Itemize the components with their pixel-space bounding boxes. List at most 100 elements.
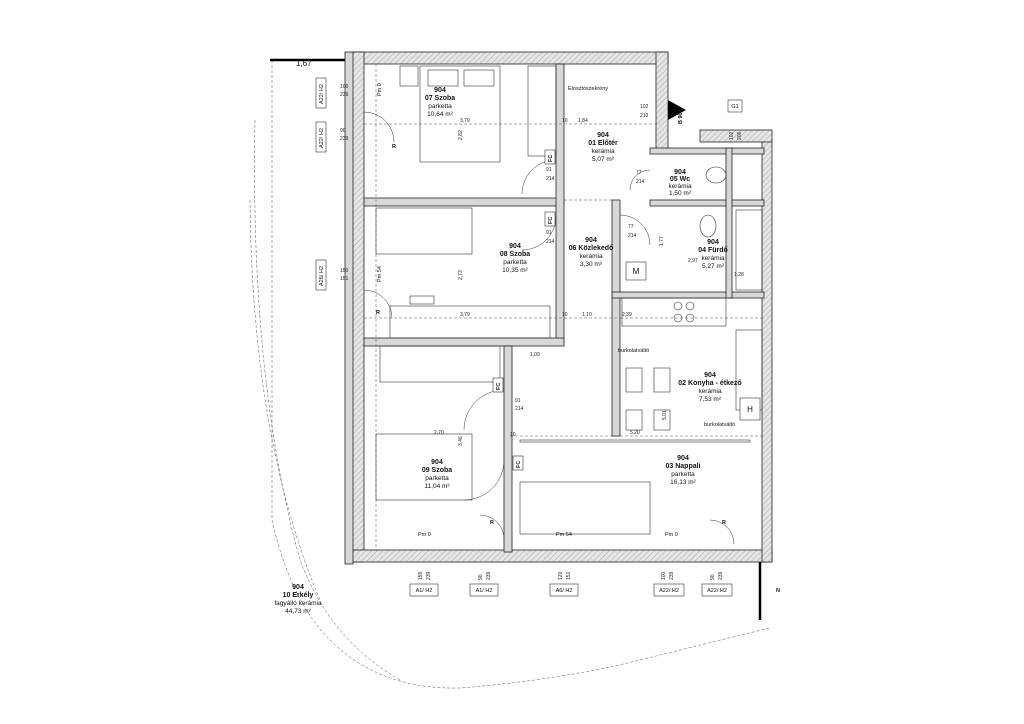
svg-text:239: 239 <box>340 136 349 142</box>
svg-text:A1/ H2: A1/ H2 <box>476 588 493 594</box>
wardrobe-07 <box>527 65 557 157</box>
pm-labels: Pm 0 Pm 54 Pm 0 Pm 0 Pm 54 <box>377 83 678 538</box>
svg-text:R: R <box>392 144 396 150</box>
svg-text:04 Fürdő: 04 Fürdő <box>698 247 728 254</box>
north-label: N <box>776 588 780 594</box>
svg-text:214: 214 <box>515 406 524 412</box>
svg-text:1,77: 1,77 <box>659 236 665 246</box>
svg-text:10,35 m²: 10,35 m² <box>502 267 528 274</box>
svg-text:904: 904 <box>597 132 609 139</box>
svg-text:904: 904 <box>677 455 689 462</box>
svg-text:Pm 54: Pm 54 <box>377 266 383 282</box>
svg-text:Pm 0: Pm 0 <box>418 532 431 538</box>
svg-text:2,97: 2,97 <box>688 258 698 264</box>
svg-text:kerámia: kerámia <box>668 183 692 190</box>
svg-text:10: 10 <box>562 118 568 124</box>
svg-text:206: 206 <box>737 131 743 140</box>
svg-text:10: 10 <box>510 432 516 438</box>
svg-text:239: 239 <box>486 571 492 580</box>
svg-text:A22/ H2: A22/ H2 <box>319 84 325 104</box>
svg-text:H: H <box>747 405 753 414</box>
room-07: 904 07 Szoba parketta 10,64 m² <box>425 87 455 118</box>
room-04: 904 04 Fürdő kerámia 5,27 m² <box>698 239 728 270</box>
room-06: 904 06 Közlekedő kerámia 3,30 m² <box>569 237 614 268</box>
svg-text:210: 210 <box>640 113 649 119</box>
kitchen-counter <box>621 297 727 327</box>
chair-3 <box>625 409 643 431</box>
svg-text:77: 77 <box>628 224 634 230</box>
svg-text:FC: FC <box>516 461 522 468</box>
svg-text:FC: FC <box>548 155 554 162</box>
furniture <box>375 65 763 535</box>
svg-text:A22/ H2: A22/ H2 <box>319 128 325 148</box>
bathtub <box>735 209 763 291</box>
window-tag-left-3: A26/ H2 <box>315 259 327 291</box>
g1-tag: G1 <box>727 99 743 113</box>
svg-text:100: 100 <box>661 571 667 580</box>
svg-text:3,79: 3,79 <box>460 312 470 318</box>
svg-text:07 Szoba: 07 Szoba <box>425 95 455 102</box>
svg-text:239: 239 <box>718 571 724 580</box>
svg-text:904: 904 <box>431 459 443 466</box>
bed-08 <box>375 207 473 255</box>
svg-text:01 Előtér: 01 Előtér <box>588 140 618 147</box>
outer-walls <box>344 51 773 565</box>
svg-text:904: 904 <box>704 372 716 379</box>
svg-text:904: 904 <box>707 239 719 246</box>
svg-text:155: 155 <box>418 571 424 580</box>
window-tag-left-2: A22/ H2 <box>315 121 327 153</box>
window-tag-bottom-2: A1/ H2 <box>469 583 499 597</box>
svg-text:B 904: B 904 <box>678 108 684 124</box>
svg-text:05 Wc: 05 Wc <box>670 176 690 183</box>
svg-text:90: 90 <box>340 128 346 134</box>
svg-text:kerámia: kerámia <box>591 148 615 155</box>
svg-text:parketta: parketta <box>428 103 452 110</box>
svg-text:10 Erkély: 10 Erkély <box>283 592 314 599</box>
svg-text:1,50 m²: 1,50 m² <box>669 190 692 197</box>
bed-07 <box>419 65 501 163</box>
chair-4 <box>653 409 671 431</box>
svg-text:06 Közlekedő: 06 Közlekedő <box>569 245 614 252</box>
door-swings <box>363 111 735 545</box>
svg-text:214: 214 <box>546 176 555 182</box>
svg-text:214: 214 <box>636 179 645 185</box>
svg-text:A22/ H2: A22/ H2 <box>659 588 679 594</box>
svg-text:A1/ H2: A1/ H2 <box>416 588 433 594</box>
svg-text:09 Szoba: 09 Szoba <box>422 467 452 474</box>
chair-1 <box>625 367 643 393</box>
svg-text:91: 91 <box>546 230 552 236</box>
room-01: 904 01 Előtér kerámia 5,07 m² <box>588 132 618 163</box>
svg-text:3,46: 3,46 <box>458 436 464 446</box>
svg-text:03 Nappali: 03 Nappali <box>665 463 700 470</box>
svg-text:904: 904 <box>434 87 446 94</box>
svg-text:FC: FC <box>548 217 554 224</box>
svg-text:120: 120 <box>558 571 564 580</box>
svg-text:Pm 0: Pm 0 <box>665 532 678 538</box>
svg-text:77: 77 <box>636 170 642 176</box>
window-tag-bottom-1: A1/ H2 <box>409 583 439 597</box>
radiator-markers: R R R R <box>376 144 726 526</box>
room-02: 904 02 Konyha - étkező kerámia 7,53 m² <box>678 372 741 403</box>
svg-text:100: 100 <box>340 84 349 90</box>
bed-09 <box>375 433 473 501</box>
svg-text:A26/ H2: A26/ H2 <box>319 266 325 286</box>
window-tag-bottom-3: A6/ H2 <box>549 583 579 597</box>
svg-text:3,79: 3,79 <box>460 118 470 124</box>
svg-text:5,01: 5,01 <box>662 410 668 420</box>
room-10: 904 10 Erkély fagyálló kerámia 44,73 m² <box>274 584 322 615</box>
svg-text:1,10: 1,10 <box>582 312 592 318</box>
svg-text:G1: G1 <box>731 104 738 110</box>
room-05: 904 05 Wc kerámia 1,50 m² <box>668 169 692 197</box>
floor-transition-label-1: burkolatváltó <box>618 348 649 354</box>
svg-text:A22/ H2: A22/ H2 <box>707 588 727 594</box>
svg-text:5,20: 5,20 <box>630 430 640 436</box>
svg-text:02 Konyha - étkező: 02 Konyha - étkező <box>678 380 741 387</box>
svg-text:904: 904 <box>292 584 304 591</box>
svg-text:2,73: 2,73 <box>458 270 464 280</box>
svg-text:A6/ H2: A6/ H2 <box>556 588 573 594</box>
svg-text:Pm 0: Pm 0 <box>377 83 383 96</box>
svg-text:1,28: 1,28 <box>734 272 744 278</box>
svg-text:parketta: parketta <box>503 259 527 266</box>
svg-text:2,82: 2,82 <box>458 130 464 140</box>
